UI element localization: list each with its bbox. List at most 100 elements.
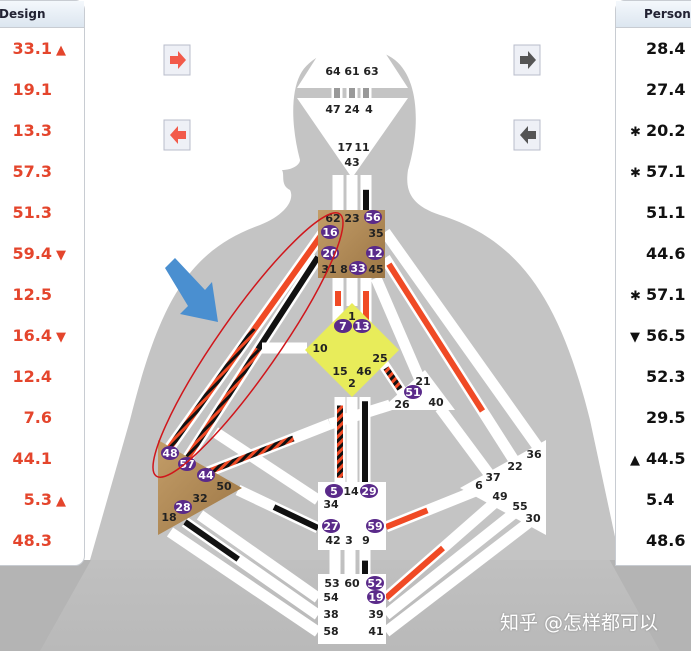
gate-activation-row[interactable]: 12.4 <box>13 367 66 386</box>
gate-activation-row[interactable]: ✱20.2 <box>630 121 685 140</box>
gate-activation-row[interactable]: 29.5 <box>630 408 685 427</box>
gate-ajna[interactable]: 47 <box>325 103 340 116</box>
gate-activation-row[interactable]: 48.6 <box>630 531 685 550</box>
head-center[interactable] <box>297 2 408 88</box>
personality-back-button[interactable] <box>513 119 541 151</box>
gate-throat[interactable]: 31 <box>321 263 336 276</box>
gate-spleen[interactable]: 28 <box>175 501 190 514</box>
gate-activation-row[interactable]: 28.4 <box>630 39 685 58</box>
gate-activation-row[interactable]: 51.1 <box>630 203 685 222</box>
gate-activation-row[interactable]: 16.4▼ <box>13 326 66 345</box>
gate-throat[interactable]: 23 <box>344 212 359 225</box>
gate-solar_plexus[interactable]: 55 <box>512 500 527 513</box>
gate-activation-row[interactable]: ✱57.1 <box>630 162 685 181</box>
gate-throat[interactable]: 56 <box>365 211 381 224</box>
gate-g[interactable]: 1 <box>348 310 356 323</box>
gate-sacral[interactable]: 5 <box>330 485 338 498</box>
gate-throat[interactable]: 16 <box>322 226 338 239</box>
channel-activation <box>255 255 321 351</box>
gate-g[interactable]: 15 <box>332 365 347 378</box>
gate-activation-row[interactable]: 5.4 <box>630 490 674 509</box>
gate-sacral[interactable]: 3 <box>345 534 353 547</box>
gate-activation-row[interactable]: 44.1 <box>13 449 66 468</box>
personality-forward-button[interactable] <box>513 44 541 76</box>
gate-ajna[interactable]: 4 <box>365 103 373 116</box>
gate-heart[interactable]: 21 <box>415 375 430 388</box>
gate-activation-row[interactable]: 19.1 <box>13 80 66 99</box>
gate-sacral[interactable]: 34 <box>323 498 339 511</box>
gate-root[interactable]: 60 <box>344 577 360 590</box>
gate-activation-row[interactable]: 52.3 <box>630 367 685 386</box>
gate-heart[interactable]: 40 <box>428 396 444 409</box>
gate-sacral[interactable]: 9 <box>362 534 370 547</box>
gate-activation-row[interactable]: 44.6 <box>630 244 685 263</box>
gate-root[interactable]: 52 <box>367 577 382 590</box>
gate-activation-row[interactable]: 5.3▲ <box>24 490 66 509</box>
gate-g[interactable]: 10 <box>312 342 328 355</box>
gate-root[interactable]: 53 <box>324 577 339 590</box>
gate-activation-row[interactable]: 57.3 <box>13 162 66 181</box>
gate-sacral[interactable]: 27 <box>323 520 338 533</box>
gate-root[interactable]: 38 <box>323 608 338 621</box>
activation-value: 44.1 <box>12 449 52 468</box>
gate-head[interactable]: 61 <box>344 65 359 78</box>
gate-root[interactable]: 54 <box>323 591 339 604</box>
g-center[interactable] <box>305 303 399 397</box>
gate-solar_plexus[interactable]: 6 <box>475 479 483 492</box>
gate-activation-row[interactable]: 59.4▼ <box>13 244 66 263</box>
gate-solar_plexus[interactable]: 49 <box>492 490 507 503</box>
solar-plexus-center[interactable] <box>460 440 546 535</box>
gate-spleen[interactable]: 18 <box>161 511 176 524</box>
gate-root[interactable]: 39 <box>368 608 383 621</box>
gate-ajna[interactable]: 11 <box>354 141 369 154</box>
gate-spleen[interactable]: 32 <box>192 492 207 505</box>
gate-throat[interactable]: 33 <box>350 262 365 275</box>
ajna-center[interactable] <box>297 98 408 178</box>
gate-root[interactable]: 19 <box>368 591 383 604</box>
gate-heart[interactable]: 26 <box>394 398 410 411</box>
gate-root[interactable]: 58 <box>323 625 338 638</box>
gate-solar_plexus[interactable]: 37 <box>485 471 500 484</box>
gate-sacral[interactable]: 29 <box>361 485 376 498</box>
gate-spleen[interactable]: 57 <box>179 458 194 471</box>
gate-spleen[interactable]: 44 <box>198 469 214 482</box>
design-forward-button[interactable] <box>163 44 191 76</box>
gate-head[interactable]: 63 <box>363 65 378 78</box>
gate-sacral[interactable]: 59 <box>367 520 382 533</box>
gate-g[interactable]: 2 <box>348 377 356 390</box>
gate-activation-row[interactable]: ✱57.1 <box>630 285 685 304</box>
gate-g[interactable]: 13 <box>354 320 369 333</box>
gate-g[interactable]: 7 <box>339 320 347 333</box>
gate-throat[interactable]: 12 <box>367 247 382 260</box>
gate-throat[interactable]: 35 <box>368 227 383 240</box>
gate-spleen[interactable]: 50 <box>216 480 232 493</box>
activated-gate-marker <box>334 319 352 333</box>
gate-head[interactable]: 64 <box>325 65 341 78</box>
gate-activation-row[interactable]: ▼56.5 <box>630 326 685 345</box>
gate-sacral[interactable]: 14 <box>343 485 359 498</box>
gate-spleen[interactable]: 48 <box>162 447 177 460</box>
gate-activation-row[interactable]: 27.4 <box>630 80 685 99</box>
gate-activation-row[interactable]: 13.3 <box>13 121 66 140</box>
gate-g[interactable]: 46 <box>356 365 372 378</box>
gate-activation-row[interactable]: 48.3 <box>13 531 66 550</box>
gate-heart[interactable]: 51 <box>405 386 420 399</box>
gate-g[interactable]: 25 <box>372 352 387 365</box>
gate-ajna[interactable]: 17 <box>337 141 352 154</box>
gate-throat[interactable]: 62 <box>325 212 340 225</box>
gate-solar_plexus[interactable]: 30 <box>525 512 541 525</box>
gate-root[interactable]: 41 <box>368 625 383 638</box>
design-back-button[interactable] <box>163 119 191 151</box>
gate-ajna[interactable]: 43 <box>344 156 359 169</box>
gate-activation-row[interactable]: ▲44.5 <box>630 449 685 468</box>
gate-solar_plexus[interactable]: 22 <box>507 460 522 473</box>
gate-throat[interactable]: 45 <box>368 263 383 276</box>
gate-activation-row[interactable]: 33.1▲ <box>13 39 66 58</box>
gate-solar_plexus[interactable]: 36 <box>526 448 542 461</box>
gate-activation-row[interactable]: 51.3 <box>13 203 66 222</box>
gate-sacral[interactable]: 42 <box>325 534 340 547</box>
gate-activation-row[interactable]: 12.5 <box>13 285 66 304</box>
gate-activation-row[interactable]: 7.6 <box>24 408 66 427</box>
gate-ajna[interactable]: 24 <box>344 103 360 116</box>
gate-throat[interactable]: 8 <box>340 263 348 276</box>
